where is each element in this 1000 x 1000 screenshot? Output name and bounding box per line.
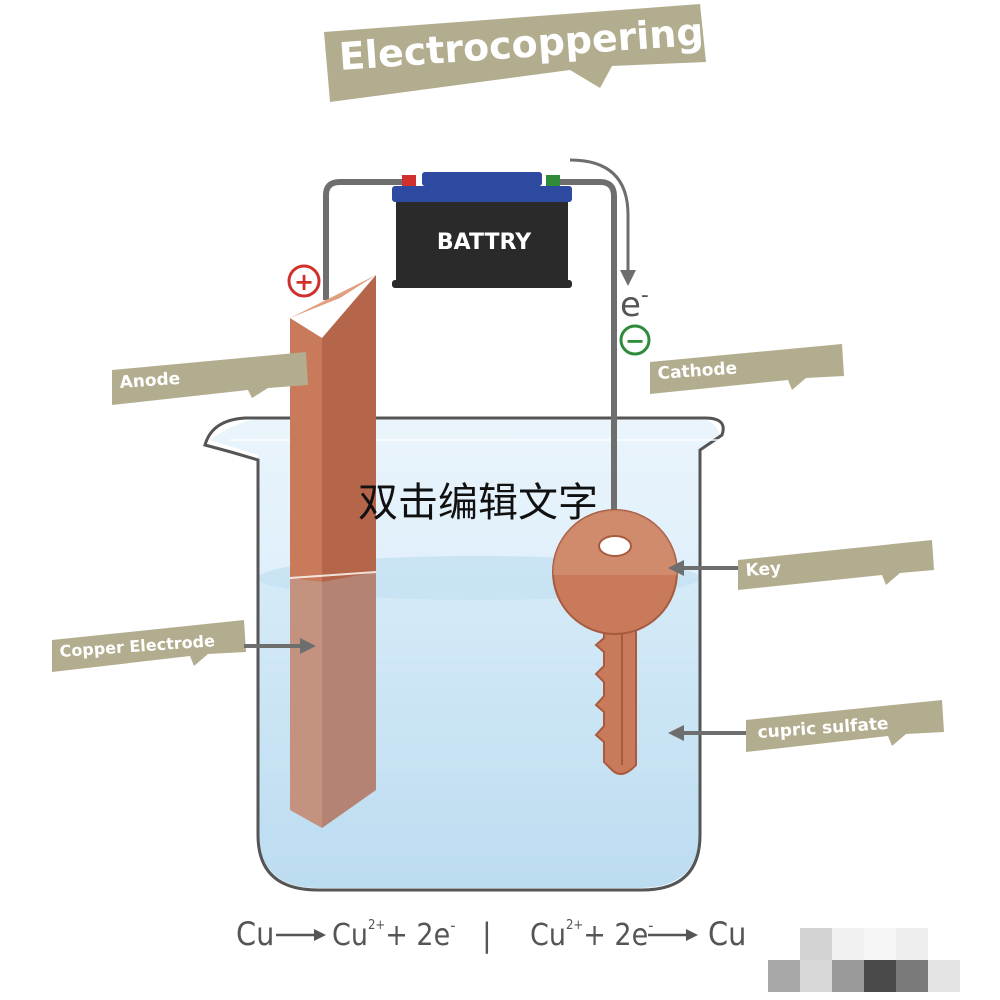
label-anode: Anode (112, 352, 308, 405)
battery-label: BATTRY (437, 230, 532, 255)
anode-wire (323, 179, 402, 300)
anode-equation: Cu Cu2++ 2e- (236, 915, 455, 953)
label-cupric-sulfate: cupric sulfate (668, 700, 944, 752)
svg-text:Key: Key (745, 559, 782, 581)
svg-text:+: + (294, 268, 314, 296)
battery: BATTRY (392, 172, 572, 288)
cathode-wire (555, 179, 617, 540)
battery-cap (422, 172, 542, 186)
svg-text:−: − (625, 327, 645, 355)
title-banner: Electrocoppering (324, 4, 706, 102)
title-banner-bg (324, 4, 706, 102)
label-copper-electrode: Copper Electrode (52, 620, 316, 672)
battery-base (392, 280, 572, 288)
equation-separator: | (482, 916, 492, 954)
svg-text:Cu: Cu (236, 915, 274, 953)
key-hole (598, 535, 632, 557)
copper-electrode-front (290, 318, 322, 828)
svg-text:Cu2++ 2e-: Cu2++ 2e- (332, 916, 455, 953)
watermark-text: 双击编辑文字 (358, 480, 598, 526)
positive-sign: + (287, 264, 321, 298)
battery-positive-terminal (402, 175, 416, 187)
svg-text:Cu: Cu (708, 915, 746, 953)
copper-electrode-top (290, 275, 376, 318)
label-cathode: Cathode (650, 344, 844, 394)
cathode-equation: Cu2++ 2e- Cu (530, 915, 746, 953)
svg-text:Cu2++ 2e-: Cu2++ 2e- (530, 916, 653, 953)
copper-electrode-side (322, 275, 376, 828)
key (552, 509, 678, 775)
electron-label: e- (620, 283, 649, 325)
negative-sign: − (619, 324, 651, 356)
battery-top (392, 186, 572, 202)
electron-flow-arrow (569, 158, 636, 286)
pixelated-corner (768, 928, 960, 992)
label-key: Key (668, 540, 934, 590)
key-shaft (594, 607, 637, 775)
svg-text:Anode: Anode (119, 369, 181, 393)
battery-body (396, 202, 568, 280)
copper-electrode (289, 275, 377, 828)
battery-negative-terminal (546, 175, 560, 187)
copper-electrode-submerged-tint (290, 578, 322, 828)
